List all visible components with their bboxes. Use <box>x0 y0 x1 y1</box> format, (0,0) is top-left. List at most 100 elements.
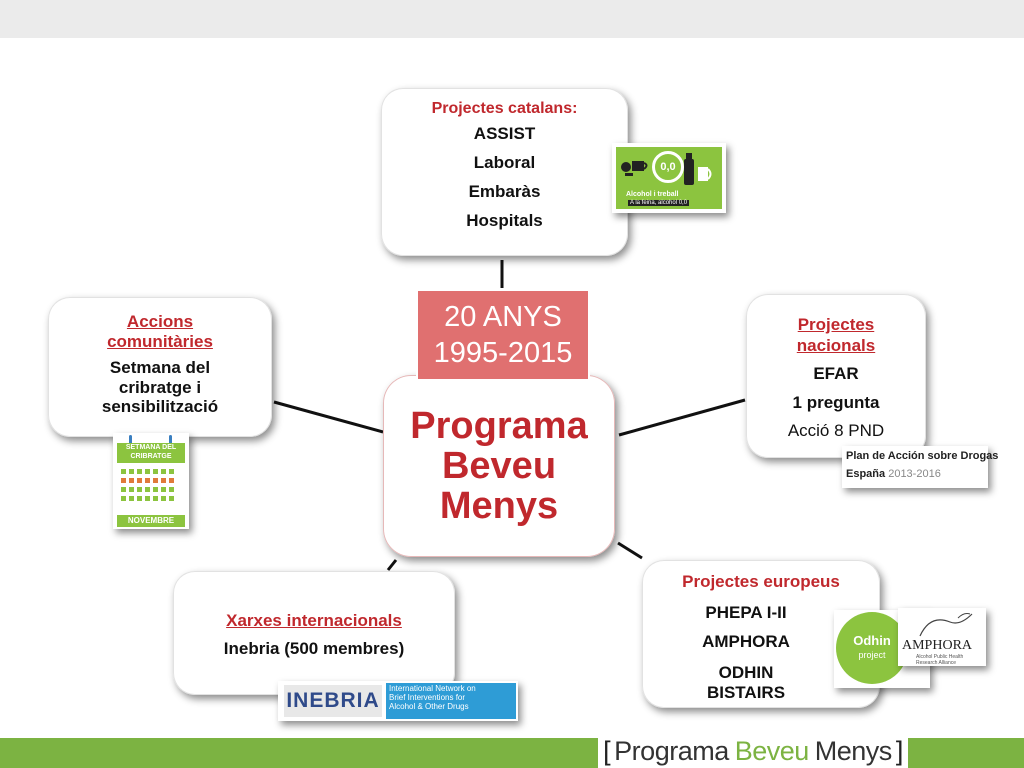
plan-country: España <box>846 468 886 480</box>
node-projectes-nacionals: Projectes nacionals EFAR 1 pregunta Acci… <box>746 294 926 458</box>
anniversary-label: 20 ANYS <box>444 301 562 333</box>
calendar-day-cell <box>121 496 126 501</box>
node-heading: Xarxes internacionals <box>226 611 402 630</box>
node-item: Hospitals <box>466 211 543 230</box>
amphora-sub: Alcohol Public Health Research Alliance <box>916 654 964 666</box>
top-band <box>0 0 1024 38</box>
inebria-logo: INEBRIA International Network on Brief I… <box>278 681 518 721</box>
calendar-day-cell <box>145 469 150 474</box>
node-item: EFAR <box>813 364 859 383</box>
calendar-ring <box>129 435 132 449</box>
calendar-day-cell <box>161 469 166 474</box>
node-item: cribratge i <box>118 378 202 397</box>
odhin-sub: project <box>858 650 886 660</box>
node-item: ODHIN <box>718 663 774 682</box>
central-line: Programa <box>410 405 588 447</box>
calendar-day-cell <box>137 496 142 501</box>
node-heading: Projectes catalans: <box>431 100 578 117</box>
node-item: sensibilització <box>101 397 219 416</box>
node-item: BISTAIRS <box>706 683 786 702</box>
calendar-day-cell <box>129 469 134 474</box>
calendar-day-cell <box>169 487 174 492</box>
node-heading-text: Accions comunitàries <box>107 312 213 351</box>
node-heading: Accions comunitàries <box>80 312 240 352</box>
calendar-day-cell <box>153 496 158 501</box>
odhin-circle: Odhin project <box>836 612 908 684</box>
calendar-day-cell <box>137 478 142 483</box>
calendar-day-cell <box>145 478 150 483</box>
calendar-grid <box>121 469 181 509</box>
central-node-programa-beveu-menys: Programa Beveu Menys <box>383 375 615 557</box>
node-item: AMPHORA <box>702 632 790 651</box>
odhin-name: Odhin <box>853 633 891 648</box>
logo-caption: Alcohol i treball <box>626 191 679 198</box>
footer-beveu: Beveu <box>734 735 810 766</box>
alcohol-treball-logo: 0,0 Alcohol i treball A la feina, alcoho… <box>612 143 726 213</box>
anniversary-range: 1995-2015 <box>433 337 573 369</box>
node-item: Setmana del <box>109 358 211 377</box>
calendar-day-cell <box>121 487 126 492</box>
plan-subtitle: España 2013-2016 <box>846 468 941 480</box>
connector-right <box>618 398 746 437</box>
calendar-day-cell <box>145 487 150 492</box>
inebria-description: International Network on Brief Intervent… <box>386 683 516 719</box>
connector-bottom-left <box>386 559 398 571</box>
calendar-day-cell <box>137 469 142 474</box>
calendar-day-cell <box>129 478 134 483</box>
calendar-day-cell <box>145 496 150 501</box>
logo-subcaption: A la feina, alcohol 0,0 <box>628 200 690 206</box>
calendar-day-cell <box>153 469 158 474</box>
node-heading-text: Projectes nacionals <box>796 315 876 355</box>
calendar-header: SETMANA DEL CRIBRATGE <box>117 443 185 463</box>
calendar-day-cell <box>161 478 166 483</box>
inebria-desc-line: Brief Interventions for <box>389 693 466 702</box>
amphora-logo: AMPHORA Alcohol Public Health Research A… <box>898 608 986 666</box>
node-accions-comunitaries: Accions comunitàries Setmana del cribrat… <box>48 297 272 437</box>
amphora-icon <box>919 613 973 637</box>
calendar-day-cell <box>137 487 142 492</box>
node-xarxes-internacionals: Xarxes internacionals Inebria (500 membr… <box>173 571 455 695</box>
node-item: 1 pregunta <box>792 393 880 412</box>
plan-years: 2013-2016 <box>888 468 941 480</box>
central-line: Menys <box>439 485 559 527</box>
connector-bottom-right <box>617 541 643 560</box>
setmana-cribratge-logo: SETMANA DEL CRIBRATGE NOVEMBRE <box>113 433 189 529</box>
node-item: Embaràs <box>468 182 541 201</box>
calendar-day-cell <box>169 469 174 474</box>
node-item: Inebria (500 membres) <box>223 639 405 658</box>
calendar-day-cell <box>169 496 174 501</box>
calendar-day-cell <box>161 496 166 501</box>
footer-bracket-open: [ <box>603 735 611 766</box>
calendar-day-cell <box>129 487 134 492</box>
footer-programa: Programa <box>614 735 729 766</box>
node-projectes-catalans: Projectes catalans: ASSIST Laboral Embar… <box>381 88 628 256</box>
footer-bracket-close: ] <box>895 735 904 766</box>
calendar-day-cell <box>129 496 134 501</box>
anniversary-badge: 20 ANYS 1995-2015 <box>416 289 590 381</box>
node-projectes-europeus: Projectes europeus PHEPA I-II AMPHORA OD… <box>642 560 880 708</box>
calendar-day-cell <box>121 469 126 474</box>
calendar-footer: NOVEMBRE <box>117 515 185 527</box>
calendar-day-cell <box>161 487 166 492</box>
inebria-desc-line: Alcohol & Other Drugs <box>389 702 469 711</box>
node-item: Acció 8 PND <box>787 421 885 440</box>
connector-left <box>273 400 384 434</box>
calendar-day-cell <box>121 478 126 483</box>
inebria-name: INEBRIA <box>284 685 382 717</box>
central-line: Beveu <box>441 445 557 487</box>
node-heading: Projectes nacionals <box>776 314 896 356</box>
node-item: ASSIST <box>473 124 536 143</box>
zero-alcohol-badge: 0,0 <box>652 151 684 183</box>
drink-icons <box>621 153 712 185</box>
calendar-ring <box>169 435 172 449</box>
calendar-day-cell <box>153 487 158 492</box>
footer-menys: Menys <box>814 735 893 766</box>
plan-title: Plan de Acción sobre Drogas <box>846 450 999 462</box>
calendar-day-cell <box>169 478 174 483</box>
amphora-name: AMPHORA <box>902 638 973 653</box>
footer-branding: [ Programa Beveu Menys ] <box>598 734 908 768</box>
inebria-desc-line: International Network on <box>389 684 476 693</box>
plan-accion-drogas-logo: Plan de Acción sobre Drogas España 2013-… <box>842 446 998 488</box>
node-item: Laboral <box>473 153 536 172</box>
